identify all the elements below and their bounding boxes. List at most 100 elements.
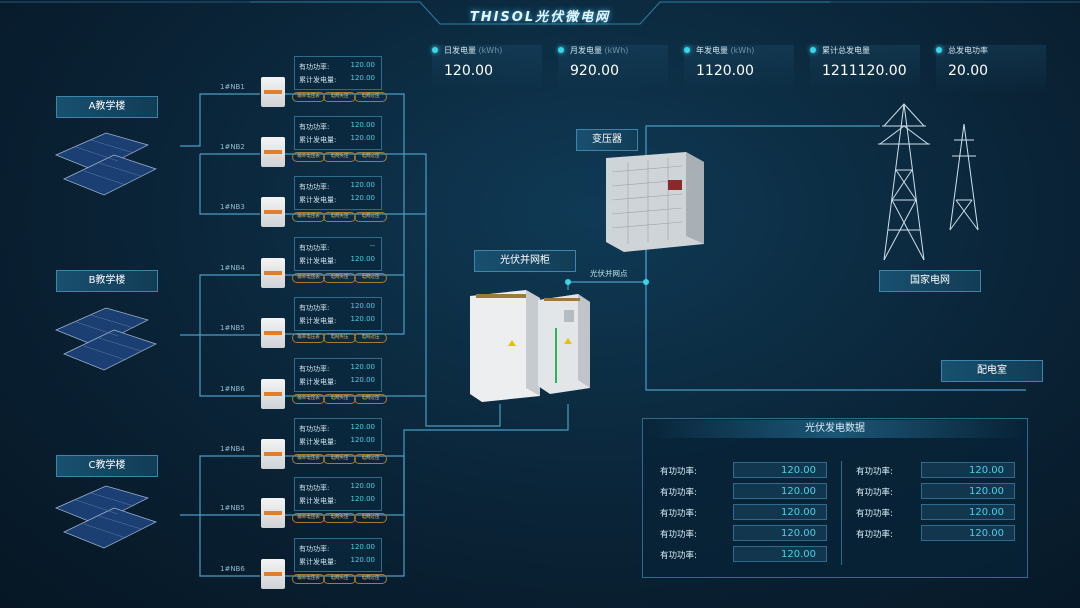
title-bar bbox=[0, 0, 1080, 30]
inverter-id: 1#NB4 bbox=[220, 264, 245, 272]
inverter-id: 1#NB4 bbox=[220, 445, 245, 453]
inverter-device[interactable] bbox=[261, 318, 285, 348]
inverter-device[interactable] bbox=[261, 379, 285, 409]
inverter-status-tags: 输率电压表电网失压电网过压 bbox=[292, 574, 387, 584]
inverter-device[interactable] bbox=[261, 137, 285, 167]
grid-cabinet-label[interactable]: 光伏并网柜 bbox=[474, 250, 576, 272]
power-label: 有功功率: bbox=[299, 304, 330, 312]
inverter-id: 1#NB5 bbox=[220, 504, 245, 512]
transformer-label[interactable]: 变压器 bbox=[576, 129, 638, 151]
solar-panel-array-a bbox=[55, 132, 157, 196]
pv-data-label: 有功功率: bbox=[856, 530, 893, 540]
power-label: 有功功率: bbox=[299, 244, 330, 252]
inverter-id: 1#NB3 bbox=[220, 203, 245, 211]
power-value: 120.00 bbox=[350, 543, 376, 551]
energy-value: 120.00 bbox=[350, 134, 376, 142]
power-value: 120.00 bbox=[350, 363, 376, 371]
inverter-status-tags: 输率电压表电网失压电网过压 bbox=[292, 92, 387, 102]
status-tag[interactable]: 电网失压 bbox=[323, 454, 356, 464]
inverter-device[interactable] bbox=[261, 197, 285, 227]
status-tag[interactable]: 电网失压 bbox=[323, 513, 356, 523]
panel-divider bbox=[841, 461, 842, 565]
status-tag[interactable]: 输率电压表 bbox=[292, 454, 325, 464]
status-tag[interactable]: 输率电压表 bbox=[292, 273, 325, 283]
pv-data-value: 120.00 bbox=[733, 504, 827, 520]
pv-data-label: 有功功率: bbox=[856, 509, 893, 519]
building-c-label[interactable]: C教学楼 bbox=[56, 455, 158, 477]
status-tag[interactable]: 电网失压 bbox=[323, 574, 356, 584]
energy-value: 120.00 bbox=[350, 74, 376, 82]
pv-data-value: 120.00 bbox=[733, 483, 827, 499]
status-tag[interactable]: 电网过压 bbox=[354, 92, 387, 102]
status-tag[interactable]: 输率电压表 bbox=[292, 394, 325, 404]
inverter-id: 1#NB6 bbox=[220, 565, 245, 573]
inverter-device[interactable] bbox=[261, 559, 285, 589]
status-tag[interactable]: 输率电压表 bbox=[292, 513, 325, 523]
inverter-id: 1#NB6 bbox=[220, 385, 245, 393]
kpi-total-power: 总发电功率 20.00 bbox=[936, 45, 1046, 93]
status-tag[interactable]: 电网过压 bbox=[354, 574, 387, 584]
pv-data-label: 有功功率: bbox=[856, 467, 893, 477]
status-tag[interactable]: 电网失压 bbox=[323, 333, 356, 343]
status-tag[interactable]: 电网过压 bbox=[354, 152, 387, 162]
status-tag[interactable]: 电网过压 bbox=[354, 212, 387, 222]
grid-cabinet-image[interactable] bbox=[468, 288, 592, 404]
status-tag[interactable]: 输率电压表 bbox=[292, 212, 325, 222]
kpi-unit: (kWh) bbox=[730, 46, 755, 55]
inverter-id: 1#NB2 bbox=[220, 143, 245, 151]
status-tag[interactable]: 输率电压表 bbox=[292, 92, 325, 102]
inverter-device[interactable] bbox=[261, 498, 285, 528]
power-value: -- bbox=[369, 242, 375, 250]
kpi-monthly-energy: 月发电量 (kWh) 920.00 bbox=[558, 45, 668, 93]
energy-label: 累计发电量: bbox=[299, 438, 337, 446]
status-tag[interactable]: 电网失压 bbox=[323, 212, 356, 222]
national-grid-label[interactable]: 国家电网 bbox=[879, 270, 981, 292]
pv-data-label: 有功功率: bbox=[660, 530, 697, 540]
kpi-unit: (kWh) bbox=[604, 46, 629, 55]
inverter-device[interactable] bbox=[261, 77, 285, 107]
power-label: 有功功率: bbox=[299, 425, 330, 433]
status-tag[interactable]: 电网失压 bbox=[323, 394, 356, 404]
status-tag[interactable]: 输率电压表 bbox=[292, 574, 325, 584]
transformer-image[interactable] bbox=[598, 152, 706, 254]
status-tag[interactable]: 输率电压表 bbox=[292, 333, 325, 343]
inverter-card[interactable]: 有功功率:--累计发电量:120.00 bbox=[294, 237, 382, 271]
kpi-total-energy: 累计总发电量 1211120.00 bbox=[810, 45, 920, 93]
energy-value: 120.00 bbox=[350, 556, 376, 564]
distribution-room-label[interactable]: 配电室 bbox=[941, 360, 1043, 382]
status-tag[interactable]: 电网失压 bbox=[323, 92, 356, 102]
kpi-yearly-energy: 年发电量 (kWh) 1120.00 bbox=[684, 45, 794, 93]
status-tag[interactable]: 输率电压表 bbox=[292, 152, 325, 162]
power-label: 有功功率: bbox=[299, 365, 330, 373]
status-tag[interactable]: 电网过压 bbox=[354, 454, 387, 464]
inverter-device[interactable] bbox=[261, 439, 285, 469]
inverter-device[interactable] bbox=[261, 258, 285, 288]
inverter-brand-mark bbox=[264, 392, 282, 396]
status-tag[interactable]: 电网失压 bbox=[323, 273, 356, 283]
status-tag[interactable]: 电网过压 bbox=[354, 333, 387, 343]
status-tag[interactable]: 电网失压 bbox=[323, 152, 356, 162]
power-value: 120.00 bbox=[350, 181, 376, 189]
kpi-daily-energy: 日发电量 (kWh) 120.00 bbox=[432, 45, 542, 93]
status-tag[interactable]: 电网过压 bbox=[354, 394, 387, 404]
status-tag[interactable]: 电网过压 bbox=[354, 273, 387, 283]
energy-value: 120.00 bbox=[350, 194, 376, 202]
inverter-status-tags: 输率电压表电网失压电网过压 bbox=[292, 333, 387, 343]
status-tag[interactable]: 电网过压 bbox=[354, 513, 387, 523]
building-a-label[interactable]: A教学楼 bbox=[56, 96, 158, 118]
title-decoration bbox=[0, 1, 1080, 25]
inverter-brand-mark bbox=[264, 452, 282, 456]
energy-label: 累计发电量: bbox=[299, 558, 337, 566]
energy-value: 120.00 bbox=[350, 495, 376, 503]
building-b-label[interactable]: B教学楼 bbox=[56, 270, 158, 292]
inverter-status-tags: 输率电压表电网失压电网过压 bbox=[292, 152, 387, 162]
inverter-brand-mark bbox=[264, 90, 282, 94]
